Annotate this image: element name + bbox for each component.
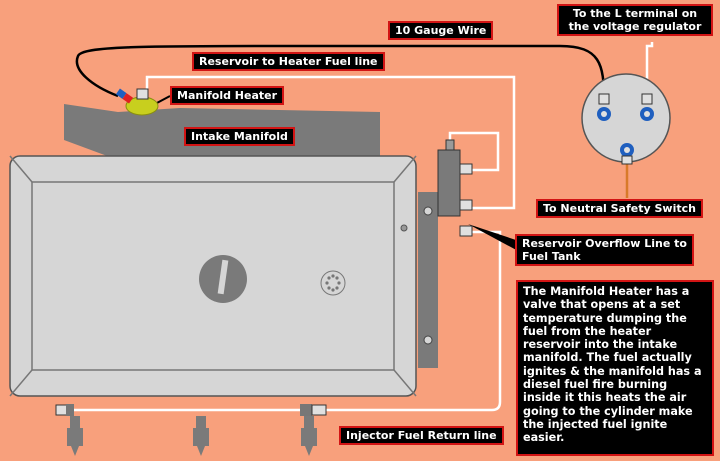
terminal-connector-right: [640, 93, 654, 121]
regulator-label: To the L terminal on the voltage regulat…: [557, 4, 713, 36]
heater-fitting: [136, 88, 149, 100]
injector-2: [193, 416, 209, 456]
injector-fuel-return-line: [62, 230, 502, 412]
breather-icon: [320, 270, 346, 296]
intake-manifold-label: Intake Manifold: [184, 127, 295, 146]
terminal-connector-left: [597, 93, 611, 121]
reservoir-line-label: Reservoir to Heater Fuel line: [192, 52, 385, 71]
overflow-pointer: [468, 224, 528, 252]
heater-fuel-reservoir: [437, 139, 473, 237]
gauge-wire-label: 10 Gauge Wire: [388, 21, 494, 40]
injector-return-label: Injector Fuel Return line: [339, 426, 504, 445]
regulator-label-line2: the voltage regulator: [568, 20, 702, 33]
manifold-heater-label: Manifold Heater: [170, 86, 285, 105]
regulator-label-line1: To the L terminal on: [572, 7, 698, 20]
pump-bracket: [418, 192, 438, 368]
manifold-heater-note: The Manifold Heater has a valve that ope…: [516, 280, 714, 456]
ten-gauge-wire: [75, 44, 606, 101]
terminal-connector-bottom: [620, 143, 634, 165]
reservoir-to-heater-fuel-line: [145, 75, 516, 210]
neutral-switch-label: To Neutral Safety Switch: [536, 199, 703, 218]
injector-1: [55, 404, 83, 456]
engine-bolt: [400, 224, 408, 232]
overflow-label-line1: Reservoir Overflow Line to: [522, 237, 687, 250]
heater-wire-connector: [115, 88, 134, 104]
overflow-label-line2: Fuel Tank: [522, 250, 581, 263]
overflow-line-label: Reservoir Overflow Line to Fuel Tank: [515, 234, 694, 266]
reservoir-loop-line: [448, 131, 500, 172]
l-terminal-wire: [645, 42, 654, 100]
injector-3: [300, 404, 327, 456]
